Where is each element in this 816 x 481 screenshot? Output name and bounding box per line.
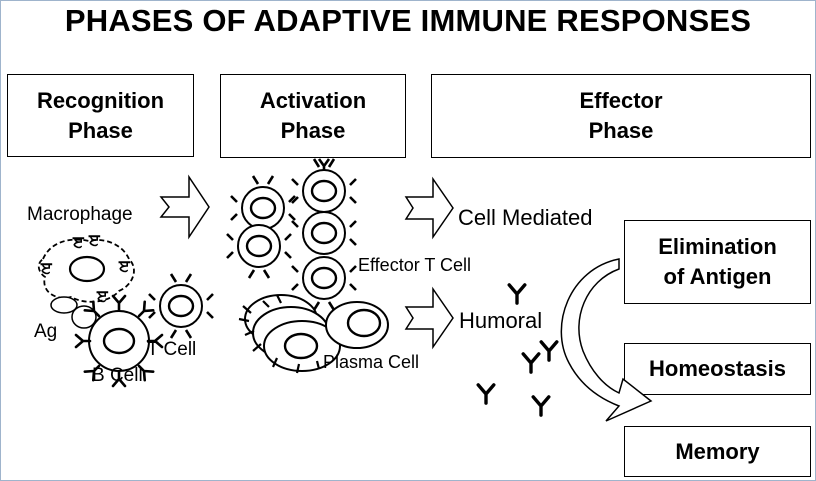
arrow-recognition-to-activation bbox=[159, 174, 210, 240]
svg-text:ੲ: ੲ bbox=[96, 286, 109, 305]
recognition-phase-box: Recognition Phase bbox=[7, 74, 194, 157]
b-cell-label: B Cell bbox=[92, 365, 143, 386]
activation-phase-line1: Activation bbox=[259, 88, 367, 113]
memory-box: Memory bbox=[624, 426, 811, 477]
activation-phase-line2: Phase bbox=[280, 118, 346, 143]
b-cell-icon bbox=[74, 294, 164, 388]
humoral-label: Humoral bbox=[459, 308, 543, 333]
homeostasis-box: Homeostasis bbox=[624, 343, 811, 395]
diagram-title: PHASES OF ADAPTIVE IMMUNE RESPONSES bbox=[64, 3, 752, 38]
plasma-cell-label: Plasma Cell bbox=[323, 352, 420, 372]
cell-mediated-label: Cell Mediated bbox=[458, 205, 593, 230]
ag-label: Ag bbox=[34, 321, 58, 342]
recognition-phase-line2: Phase bbox=[68, 117, 133, 143]
activated-t-cells-icon bbox=[226, 158, 357, 311]
plasma-cells-icon bbox=[238, 294, 389, 374]
effector-phase-line2: Phase bbox=[588, 118, 654, 143]
t-cell-icon bbox=[148, 273, 214, 339]
svg-text:ੲ: ੲ bbox=[40, 258, 53, 277]
elimination-line2: of Antigen bbox=[663, 264, 772, 289]
svg-text:ੲ: ੲ bbox=[72, 232, 85, 251]
memory-label: Memory bbox=[675, 438, 760, 464]
svg-text:ੲ: ੲ bbox=[118, 256, 131, 275]
elimination-line1: Elimination bbox=[658, 234, 777, 259]
curved-arrow-outcomes bbox=[560, 258, 653, 422]
t-cell-label: T Cell bbox=[147, 339, 197, 360]
homeostasis-label: Homeostasis bbox=[649, 356, 786, 381]
effector-phase-line1: Effector bbox=[579, 88, 663, 113]
recognition-phase-line1: Recognition bbox=[36, 87, 165, 113]
antigen-icon bbox=[50, 296, 78, 314]
arrow-to-cell-mediated bbox=[404, 176, 454, 240]
arrow-to-humoral bbox=[404, 286, 454, 350]
antibodies-icon bbox=[476, 283, 559, 417]
svg-text:ੲ: ੲ bbox=[88, 230, 101, 249]
activation-phase-box: Activation Phase bbox=[220, 74, 406, 158]
elimination-box: Elimination of Antigen bbox=[624, 220, 811, 304]
effector-phase-box: Effector Phase bbox=[431, 74, 811, 158]
macrophage-label: Macrophage bbox=[27, 204, 133, 225]
effector-t-cell-label: Effector T Cell bbox=[358, 255, 472, 275]
